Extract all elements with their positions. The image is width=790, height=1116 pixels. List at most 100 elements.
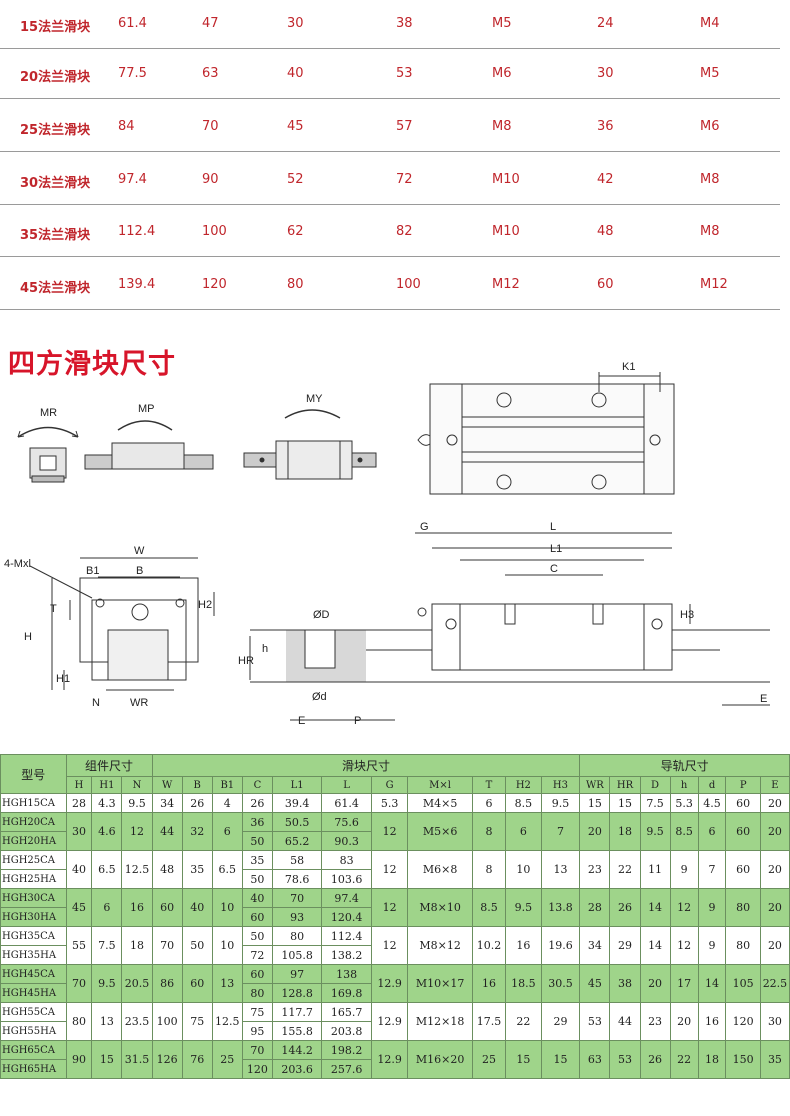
value-cell: 34 xyxy=(151,793,183,813)
value-cell: 35 xyxy=(759,1040,790,1079)
column-header: H1 xyxy=(91,776,123,794)
value-cell: 29 xyxy=(540,1002,581,1041)
model-cell: HGH25HA xyxy=(0,869,67,889)
value-cell: 22 xyxy=(609,850,641,889)
value-cell: M4×5 xyxy=(407,793,473,813)
value-cell: 23.5 xyxy=(121,1002,153,1041)
value-cell: 117.7 xyxy=(271,1002,323,1022)
value-cell: 44 xyxy=(609,1002,641,1041)
column-header: H2 xyxy=(505,776,542,794)
value-cell: 12 xyxy=(370,926,409,965)
value-cell: 20 xyxy=(759,812,790,851)
header-rail: 导轨尺寸 xyxy=(579,754,790,777)
flange-model-cell: 45法兰滑块 xyxy=(20,281,91,296)
column-header: HR xyxy=(609,776,641,794)
value-cell: 30 xyxy=(65,812,93,851)
label-k1: K1 xyxy=(622,361,635,373)
flange-model-cell: 25法兰滑块 xyxy=(20,123,91,138)
value-cell: 14 xyxy=(697,964,727,1003)
flange-value-cell: 40 xyxy=(287,66,304,81)
flange-value-cell: 63 xyxy=(202,66,219,81)
value-cell: 17 xyxy=(669,964,699,1003)
value-cell: 20 xyxy=(579,812,611,851)
label-p: P xyxy=(354,715,361,727)
value-cell: 7.5 xyxy=(639,793,671,813)
value-cell: 15 xyxy=(540,1040,581,1079)
value-cell: 10.2 xyxy=(471,926,507,965)
flange-value-cell: 61.4 xyxy=(118,16,147,31)
mp-rotation-diagram xyxy=(84,420,214,470)
value-cell: 100 xyxy=(151,1002,183,1041)
label-mp: MP xyxy=(138,403,155,415)
flange-value-cell: 70 xyxy=(202,119,219,134)
value-cell: 65.2 xyxy=(271,831,323,851)
value-cell: 60 xyxy=(241,907,273,927)
value-cell: 70 xyxy=(151,926,183,965)
value-cell: 26 xyxy=(609,888,641,927)
label-b: B xyxy=(136,565,143,577)
value-cell: 61.4 xyxy=(321,793,372,813)
value-cell: 12 xyxy=(121,812,153,851)
label-mr: MR xyxy=(40,407,57,419)
value-cell: 55 xyxy=(65,926,93,965)
label-e-left: E xyxy=(298,715,305,727)
value-cell: 10 xyxy=(211,926,243,965)
value-cell: 5.3 xyxy=(669,793,699,813)
value-cell: 15 xyxy=(609,793,641,813)
value-cell: 70 xyxy=(241,1040,273,1060)
flange-value-cell: M8 xyxy=(700,172,720,187)
value-cell: 30.5 xyxy=(540,964,581,1003)
value-cell: 86 xyxy=(151,964,183,1003)
value-cell: 6 xyxy=(697,812,727,851)
value-cell: 165.7 xyxy=(321,1002,372,1022)
value-cell: 20 xyxy=(639,964,671,1003)
flange-value-cell: 120 xyxy=(202,277,227,292)
label-c: C xyxy=(550,563,558,575)
label-b1: B1 xyxy=(86,565,99,577)
value-cell: 22 xyxy=(669,1040,699,1079)
column-header: D xyxy=(639,776,671,794)
value-cell: 138 xyxy=(321,964,372,984)
value-cell: 50.5 xyxy=(271,812,323,832)
value-cell: 95 xyxy=(241,1021,273,1041)
model-cell: HGH55HA xyxy=(0,1021,67,1041)
value-cell: 97 xyxy=(271,964,323,984)
value-cell: 22 xyxy=(505,1002,542,1041)
column-header: d xyxy=(697,776,727,794)
value-cell: 16 xyxy=(121,888,153,927)
value-cell: 25 xyxy=(471,1040,507,1079)
value-cell: M8×10 xyxy=(407,888,473,927)
value-cell: 20 xyxy=(669,1002,699,1041)
value-cell: 80 xyxy=(241,983,273,1003)
value-cell: 11 xyxy=(639,850,671,889)
flange-value-cell: 62 xyxy=(287,224,304,239)
label-h-small: h xyxy=(262,643,268,655)
label-my: MY xyxy=(306,393,323,405)
model-cell: HGH45CA xyxy=(0,964,67,984)
value-cell: 60 xyxy=(725,850,761,889)
value-cell: 105.8 xyxy=(271,945,323,965)
model-cell: HGH25CA xyxy=(0,850,67,870)
value-cell: 45 xyxy=(579,964,611,1003)
value-cell: 10 xyxy=(505,850,542,889)
value-cell: 15 xyxy=(579,793,611,813)
value-cell: 18.5 xyxy=(505,964,542,1003)
column-header: H xyxy=(65,776,93,794)
model-cell: HGH35HA xyxy=(0,945,67,965)
value-cell: 50 xyxy=(241,869,273,889)
value-cell: 22.5 xyxy=(759,964,790,1003)
value-cell: 39.4 xyxy=(271,793,323,813)
value-cell: 50 xyxy=(241,831,273,851)
label-mxl: 4-Mxl xyxy=(4,558,31,570)
section-title: 四方滑块尺寸 xyxy=(8,349,176,380)
value-cell: 15 xyxy=(91,1040,123,1079)
